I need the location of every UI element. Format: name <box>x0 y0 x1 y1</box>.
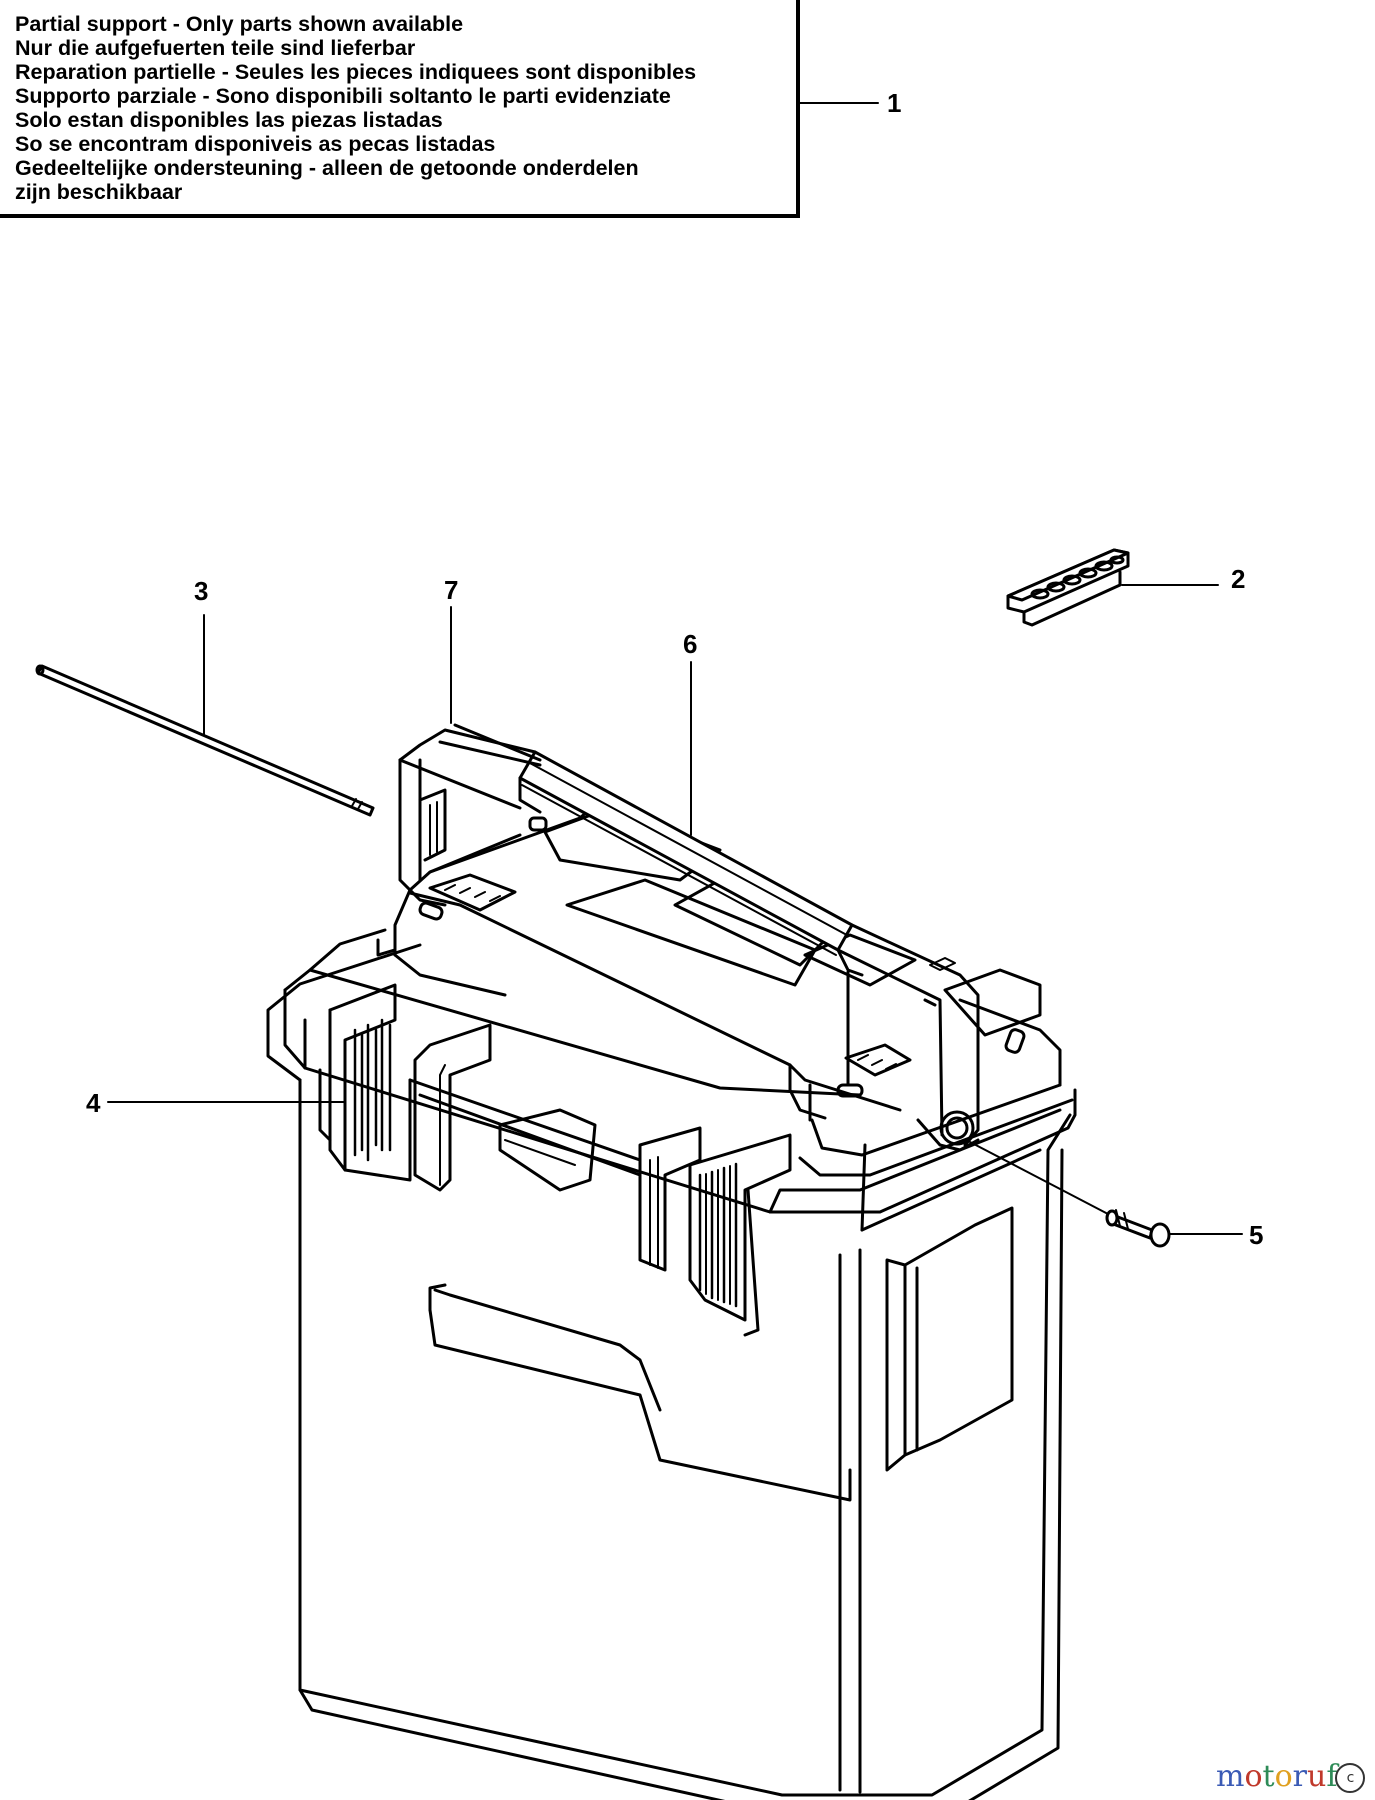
watermark-circle-mark: c <box>1335 1763 1366 1793</box>
notice-line: Solo estan disponibles las piezas listad… <box>15 108 443 132</box>
watermark-letter: t <box>1262 1759 1275 1794</box>
watermark-letter: u <box>1306 1759 1327 1794</box>
notice-line: Nur die aufgefuerten teile sind lieferba… <box>15 36 416 60</box>
callout-4: 4 <box>86 1088 101 1118</box>
part-5-hinge-pin <box>1105 1209 1171 1248</box>
notice-line: Supporto parziale - Sono disponibili sol… <box>15 84 671 108</box>
partial-support-notice: Partial support - Only parts shown avail… <box>0 0 800 218</box>
watermark-letter: o <box>1274 1759 1293 1794</box>
callout-2: 2 <box>1231 564 1245 594</box>
callout-6: 6 <box>683 629 697 659</box>
notice-line: So se encontram disponiveis as pecas lis… <box>15 132 496 156</box>
callout-3: 3 <box>194 576 208 606</box>
notice-line: Partial support - Only parts shown avail… <box>15 12 464 36</box>
callout-7: 7 <box>444 575 458 605</box>
part-3-rod <box>35 664 375 817</box>
watermark-letter: r <box>1292 1759 1307 1794</box>
watermark-letter: m <box>1216 1759 1245 1794</box>
part-6-handle-grip <box>518 750 864 977</box>
part-7-handle-arms <box>398 723 980 1152</box>
callout-1: 1 <box>887 88 901 118</box>
leader-lines <box>107 102 1243 1235</box>
leader-line-5-axis <box>969 1141 1109 1215</box>
callout-labels: 1 2 3 7 6 4 5 <box>86 88 1263 1250</box>
callout-5: 5 <box>1249 1220 1263 1250</box>
part-2-insert-tray <box>1006 548 1130 627</box>
notice-line: Reparation partielle - Seules les pieces… <box>15 60 697 84</box>
notice-line: Gedeeltelijke ondersteuning - alleen de … <box>15 156 639 180</box>
notice-line: zijn beschikbaar <box>15 180 183 204</box>
watermark-letter: f <box>1326 1759 1338 1794</box>
watermark-letter: o <box>1244 1759 1263 1794</box>
toolbox-body <box>266 798 1077 1800</box>
part-4-latches <box>318 983 792 1337</box>
